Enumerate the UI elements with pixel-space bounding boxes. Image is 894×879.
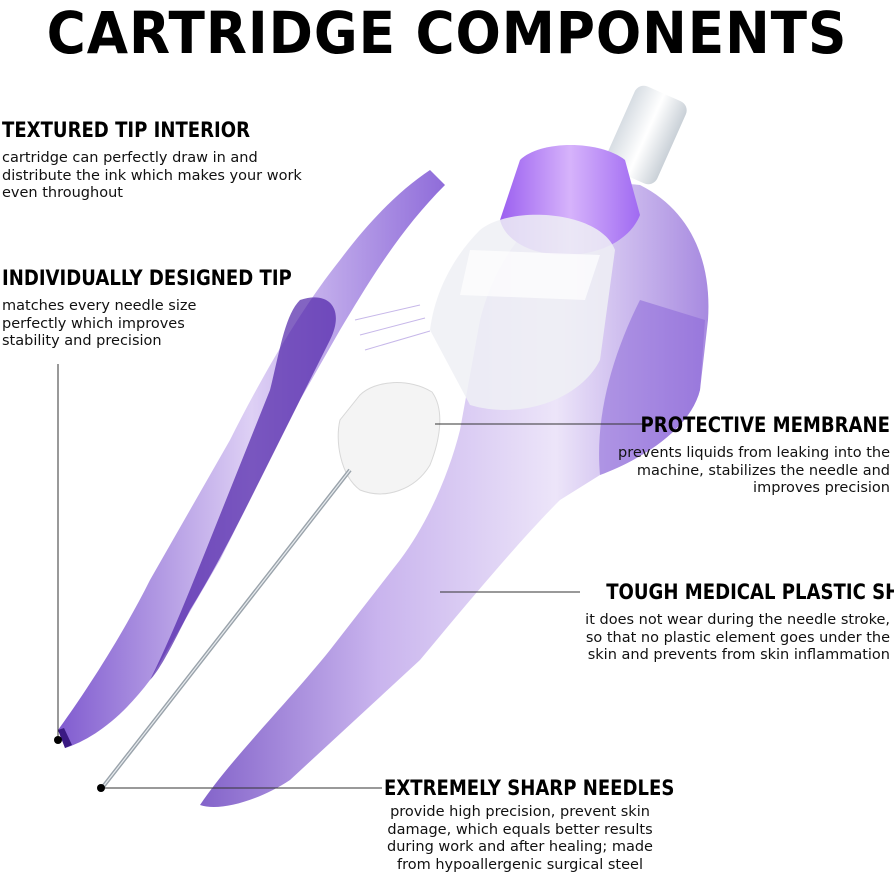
page-title: CARTRIDGE COMPONENTS bbox=[46, 0, 848, 67]
callout-textured-tip: TEXTURED TIP INTERIOR cartridge can perf… bbox=[2, 118, 322, 203]
leader-dot-tip bbox=[54, 736, 62, 744]
callout-heading: EXTREMELY SHARP NEEDLES bbox=[384, 776, 675, 800]
callout-heading: PROTECTIVE MEMBRANE bbox=[640, 413, 890, 437]
needle-assembly bbox=[100, 85, 687, 790]
callout-body: prevents liquids from leaking into the m… bbox=[618, 445, 890, 496]
callout-body: provide high precision, prevent skin dam… bbox=[387, 804, 653, 873]
callout-heading: TOUGH MEDICAL PLASTIC SHELL bbox=[606, 580, 894, 604]
shell-left-half bbox=[58, 170, 445, 748]
callout-designed-tip: INDIVIDUALLY DESIGNED TIP matches every … bbox=[2, 266, 322, 351]
callout-body: cartridge can perfectly draw in and dist… bbox=[2, 150, 302, 201]
callout-heading: TEXTURED TIP INTERIOR bbox=[2, 118, 251, 142]
callout-body: it does not wear during the needle strok… bbox=[585, 612, 890, 663]
callout-heading: INDIVIDUALLY DESIGNED TIP bbox=[2, 266, 292, 290]
leader-dot-needle bbox=[97, 784, 105, 792]
callout-shell: TOUGH MEDICAL PLASTIC SHELL it does not … bbox=[560, 580, 894, 665]
callout-body: matches every needle size perfectly whic… bbox=[2, 298, 197, 349]
leader-lines bbox=[57, 364, 652, 789]
callout-membrane: PROTECTIVE MEMBRANE prevents liquids fro… bbox=[580, 413, 890, 498]
callout-needles: EXTREMELY SHARP NEEDLES provide high pre… bbox=[370, 776, 675, 874]
